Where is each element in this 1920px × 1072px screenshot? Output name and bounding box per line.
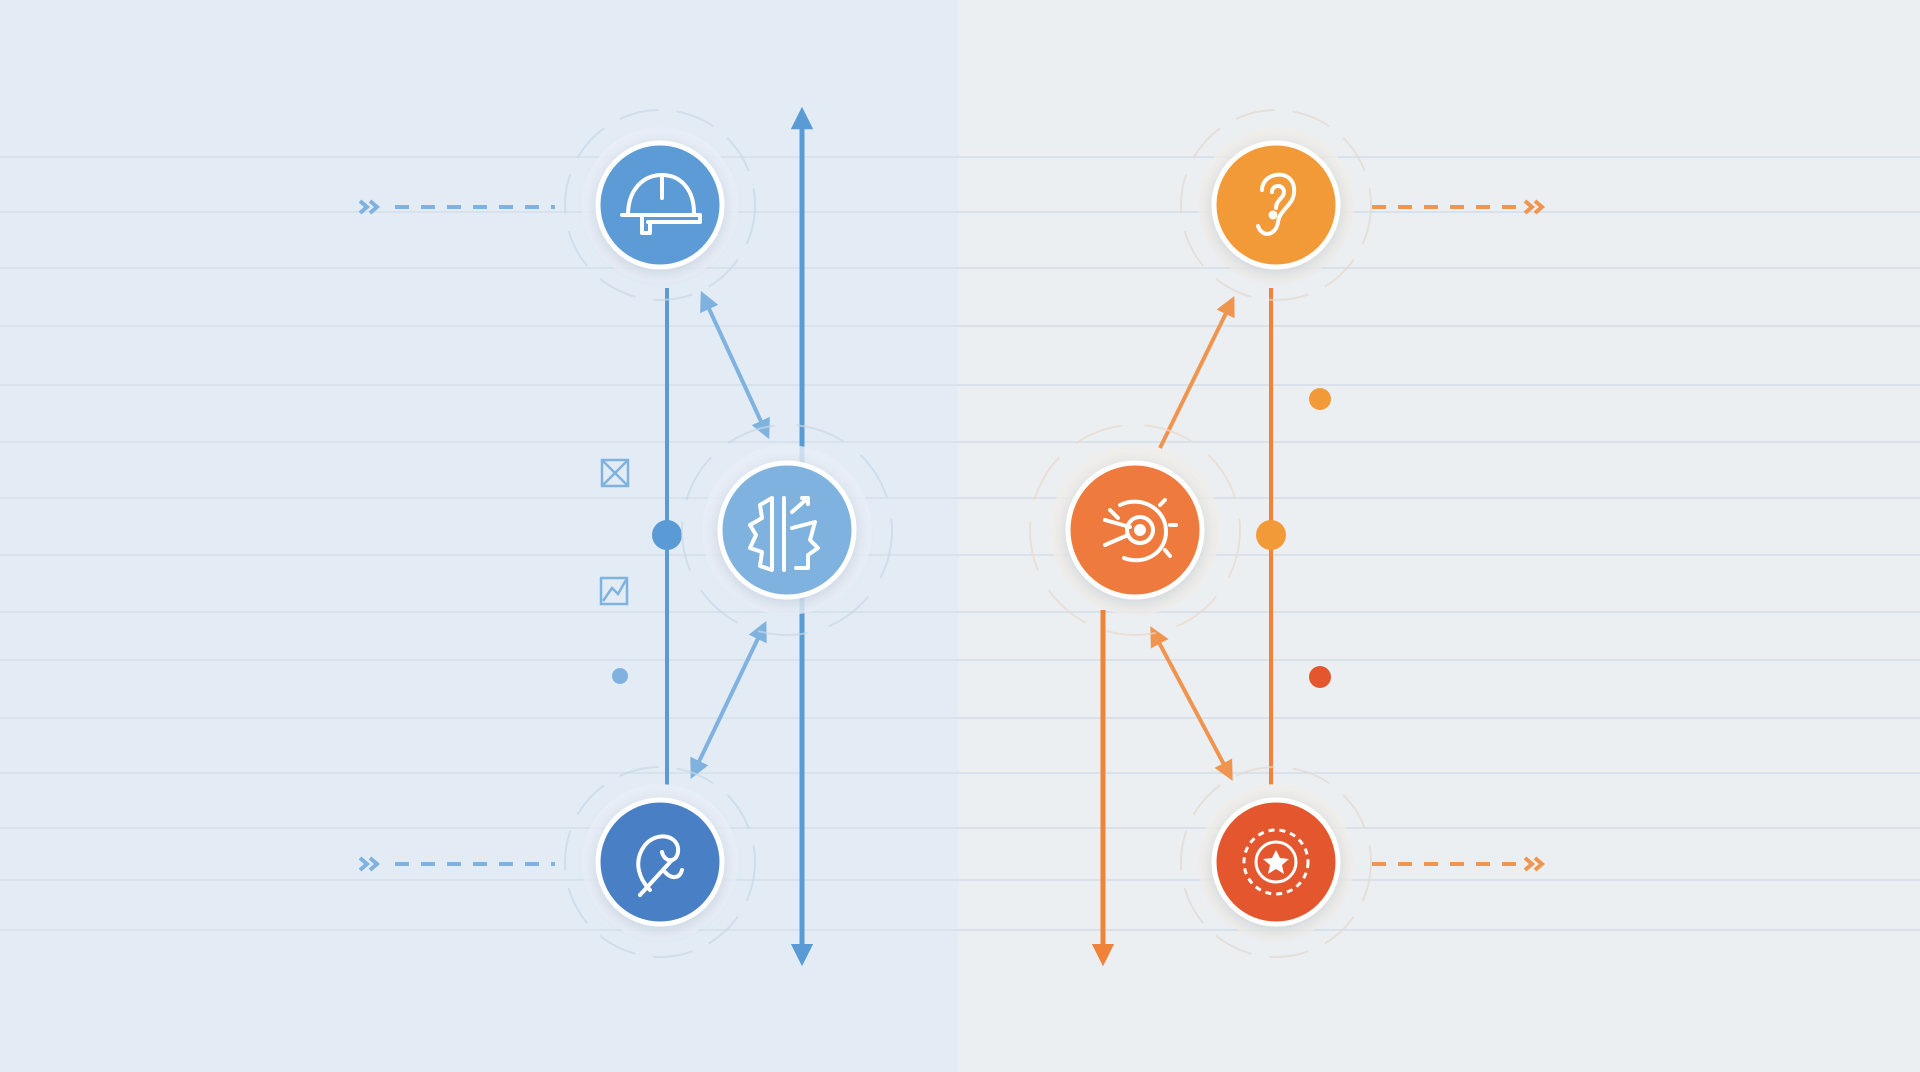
right-output-connector-bottom: [1372, 856, 1546, 872]
right-node-top[interactable]: [1180, 109, 1372, 301]
hard-hat-icon: [620, 173, 702, 235]
star-badge-icon: [1242, 828, 1310, 896]
left-node-bottom[interactable]: [564, 766, 756, 958]
right-diagonal-arrow-lower: [1150, 626, 1233, 781]
target-gear-icon: [1103, 498, 1178, 563]
pen-loop-icon: [636, 834, 684, 897]
left-node-top[interactable]: [564, 109, 756, 301]
gear-hand-icon: [748, 496, 820, 572]
right-dot-upper: [1309, 388, 1331, 410]
right-output-connector-top: [1372, 199, 1546, 215]
left-group: [358, 106, 893, 967]
right-rail-junction: [1256, 520, 1286, 550]
right-diagonal-arrow-upper: [1158, 296, 1235, 449]
left-input-connector-bottom: [358, 856, 555, 872]
right-dot-lower: [1309, 666, 1331, 688]
crossed-box-icon: [600, 458, 630, 488]
left-node-middle[interactable]: [681, 424, 893, 636]
right-node-bottom[interactable]: [1180, 766, 1372, 958]
left-input-connector-top: [358, 199, 555, 215]
ear-icon: [1256, 172, 1297, 236]
left-small-dot: [612, 668, 628, 684]
guide-lines: [0, 156, 1920, 931]
chart-box-icon: [599, 576, 629, 606]
right-group: [1029, 109, 1546, 967]
right-node-middle[interactable]: [1029, 424, 1241, 636]
left-diagonal-arrow-lower: [690, 620, 767, 780]
left-diagonal-arrow-upper: [700, 290, 770, 440]
left-rail-junction: [652, 520, 682, 550]
